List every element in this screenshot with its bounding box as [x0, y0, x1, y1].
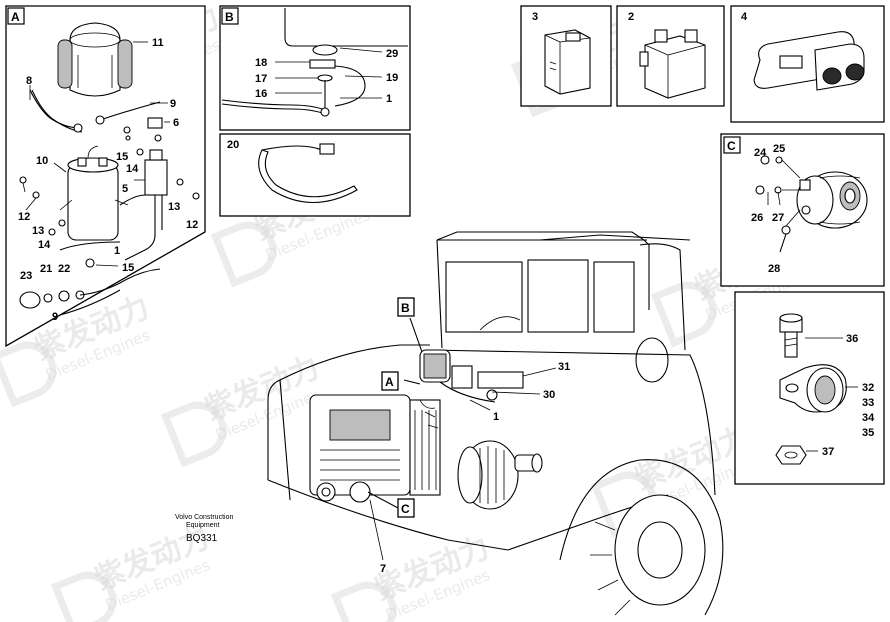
machine-illustration: [267, 231, 724, 616]
watermark-logo-icon: [160, 401, 227, 468]
transmission-part: [457, 440, 543, 510]
label-10: 10: [36, 155, 48, 167]
cab-window-left: [445, 261, 523, 333]
label-34: 34: [862, 412, 875, 424]
caption-line2: Equipment: [186, 522, 220, 529]
panel-a-letter: A: [11, 10, 20, 24]
panel-b-letter: B: [225, 10, 234, 24]
label-2: 2: [628, 11, 634, 23]
label-11: 11: [152, 37, 164, 49]
cable-tie-strap: [258, 149, 358, 204]
nut-part: [775, 445, 807, 465]
alternator-part: [796, 171, 868, 229]
label-6: 6: [173, 117, 179, 129]
watermark-logo-icon: [330, 581, 397, 622]
label-1: 1: [386, 93, 392, 105]
panel-4: 4: [730, 5, 885, 123]
label-19: 19: [386, 72, 398, 84]
label-29: 29: [386, 48, 398, 60]
label-17: 17: [255, 73, 267, 85]
caption-block: Volvo Construction Equipment BQ331: [175, 514, 233, 544]
callout-c: C: [401, 502, 410, 516]
label-32: 32: [862, 382, 874, 394]
label-3: 3: [532, 11, 538, 23]
label-15: 15: [116, 151, 128, 163]
label-37: 37: [822, 446, 834, 458]
panel-b: B 29 18 17 19 16 1: [219, 5, 411, 131]
label-12: 12: [18, 211, 30, 223]
panel-b-letter-box: [221, 7, 239, 25]
label-16: 16: [255, 88, 267, 100]
caption-line1: Volvo Construction: [175, 514, 233, 521]
label-27: 27: [772, 212, 784, 224]
starter-assembly-main: [419, 349, 524, 429]
label-14: 14: [38, 239, 51, 251]
callout-b: B: [401, 301, 410, 315]
label-13: 13: [168, 201, 180, 213]
watermark-logo-icon: [0, 341, 57, 408]
cab-window-door: [527, 259, 589, 333]
label-9: 9: [52, 311, 58, 323]
watermark-logo-icon: [650, 281, 717, 348]
label-36: 36: [846, 333, 858, 345]
label-22: 22: [58, 263, 70, 275]
panel-c-letter: C: [727, 139, 736, 153]
label-35: 35: [862, 427, 874, 439]
label-20: 20: [227, 139, 239, 151]
label-5: 5: [122, 183, 128, 195]
watermark-logo-icon: [210, 221, 277, 288]
label-24: 24: [754, 147, 767, 159]
callout-a: A: [385, 375, 394, 389]
connector-housing-part: [544, 29, 591, 95]
label-26: 26: [751, 212, 763, 224]
panel-3: 3: [520, 5, 612, 107]
label-21: 21: [40, 263, 52, 275]
label-9: 9: [170, 98, 176, 110]
relay-housing-part: [639, 29, 706, 99]
label-15: 15: [122, 262, 134, 274]
panel-bolt-clamp: 36 32 33 34 35 37: [734, 291, 885, 485]
panel-a-labels: 11 8 9 6 10 15 14 5 13 12 12 13 14 1 15 …: [18, 37, 198, 323]
label-4: 4: [741, 11, 748, 23]
callout-c-box: [397, 498, 415, 518]
panel-2: 2: [616, 5, 725, 107]
panel-a: A: [5, 5, 206, 348]
clamp-part: [779, 364, 847, 413]
label-8: 8: [26, 75, 32, 87]
label-33: 33: [862, 397, 874, 409]
label-31: 31: [558, 361, 570, 373]
callout-b-box: [397, 297, 415, 317]
label-13: 13: [32, 225, 44, 237]
alternator-main: [349, 481, 371, 503]
caption-code: BQ331: [186, 533, 218, 544]
panel-c: C 24 25 26 27 28: [720, 133, 885, 287]
bolt-part: [779, 313, 803, 358]
label-7: 7: [380, 563, 386, 575]
label-30: 30: [543, 389, 555, 401]
label-12: 12: [186, 219, 198, 231]
label-25: 25: [773, 143, 785, 155]
label-14: 14: [126, 163, 139, 175]
solenoid-part: [59, 145, 129, 241]
cab-window-right: [593, 261, 635, 333]
label-23: 23: [20, 270, 32, 282]
label-18: 18: [255, 57, 267, 69]
panel-cable-tie: 20: [219, 133, 411, 217]
panel-20-frame: [219, 133, 411, 217]
label-1: 1: [114, 245, 120, 257]
rubber-boot-part: [57, 22, 133, 97]
callout-a-box: [381, 371, 399, 391]
plug-connector-part: [753, 31, 865, 91]
label-1: 1: [493, 411, 499, 423]
panel-a-letter-box: [7, 7, 25, 25]
label-28: 28: [768, 263, 780, 275]
engine-block: [309, 394, 441, 502]
front-wheel: [559, 459, 724, 616]
main-callouts: B A C 31 30 1 7: [380, 297, 570, 575]
panel-c-letter-box: [723, 136, 741, 154]
